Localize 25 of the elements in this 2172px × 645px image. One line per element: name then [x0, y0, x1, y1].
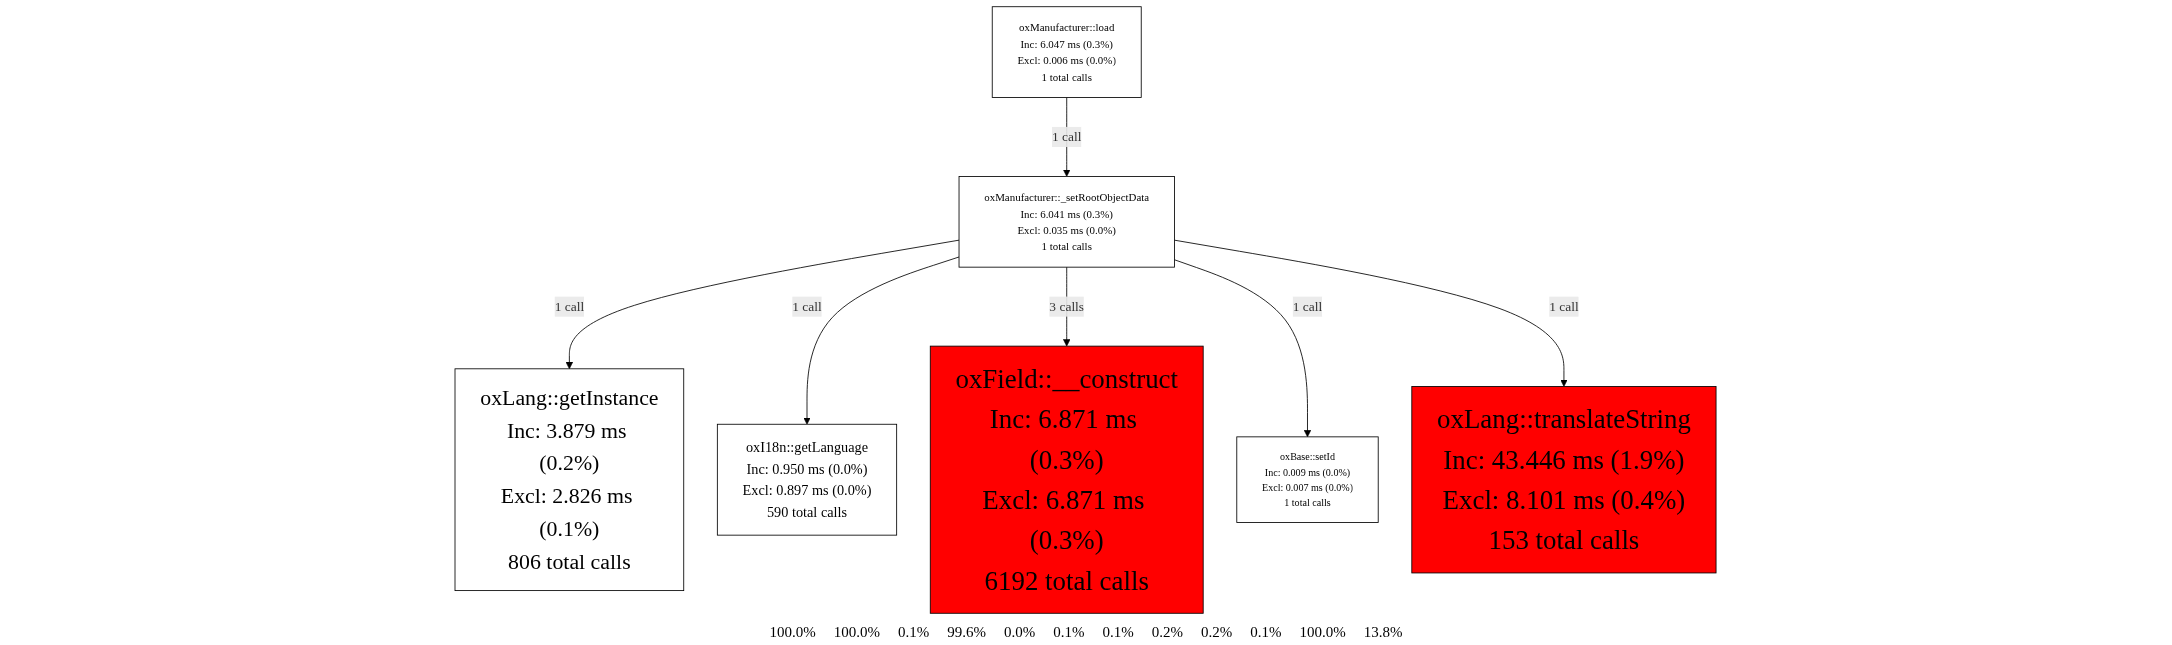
edge-label: 1 call	[1293, 299, 1323, 314]
node-box: oxI18n::getLanguage Inc: 0.950 ms (0.0%) Excl: 0.897 ms (0.0%) 590 total calls	[717, 423, 898, 536]
node-box: oxManufacturer::_setRootObjectData Inc: 6.041 ms (0.3%) Excl: 0.035 ms (0.0%) 1 total calls	[959, 176, 1176, 268]
percentage-label: 0.1%	[898, 624, 930, 641]
node-box: oxLang::translateString Inc: 43.446 ms (1.9%) Excl: 8.101 ms (0.4%) 153 total calls	[1411, 386, 1717, 574]
percentage-label: 13.8%	[1363, 624, 1403, 641]
node-box: oxBase::setId Inc: 0.009 ms (0.0%) Excl: 0.007 ms (0.0%) 1 total calls	[1236, 436, 1380, 523]
percentage-label: 100.0%	[769, 624, 816, 641]
edge-label: 1 call	[1052, 129, 1082, 144]
percentage-label: 100.0%	[833, 624, 880, 641]
edge-label: 3 calls	[1049, 299, 1085, 314]
percentage-label: 0.2%	[1201, 624, 1233, 641]
percentage-label: 0.1%	[1250, 624, 1282, 641]
percentage-label: 0.0%	[1004, 624, 1036, 641]
node-box: oxLang::getInstance Inc: 3.879 ms (0.2%) Excl: 2.826 ms (0.1%) 806 total calls	[455, 368, 685, 591]
percentage-label: 100.0%	[1299, 624, 1346, 641]
edge-label: 1 call	[555, 299, 585, 314]
percentage-label: 0.2%	[1151, 624, 1183, 641]
edge-label: 1 call	[1549, 299, 1580, 314]
percentage-label: 0.1%	[1053, 624, 1085, 641]
node-box: oxField::__construct Inc: 6.871 ms (0.3%) Excl: 6.871 ms (0.3%) 6192 total calls	[930, 345, 1205, 614]
node-box: oxManufacturer::load Inc: 6.047 ms (0.3%) Excl: 0.006 ms (0.0%) 1 total calls	[992, 6, 1143, 98]
edge-label: 1 call	[792, 299, 823, 314]
percentage-label: 99.6%	[947, 624, 986, 641]
percentage-label: 0.1%	[1102, 624, 1134, 641]
